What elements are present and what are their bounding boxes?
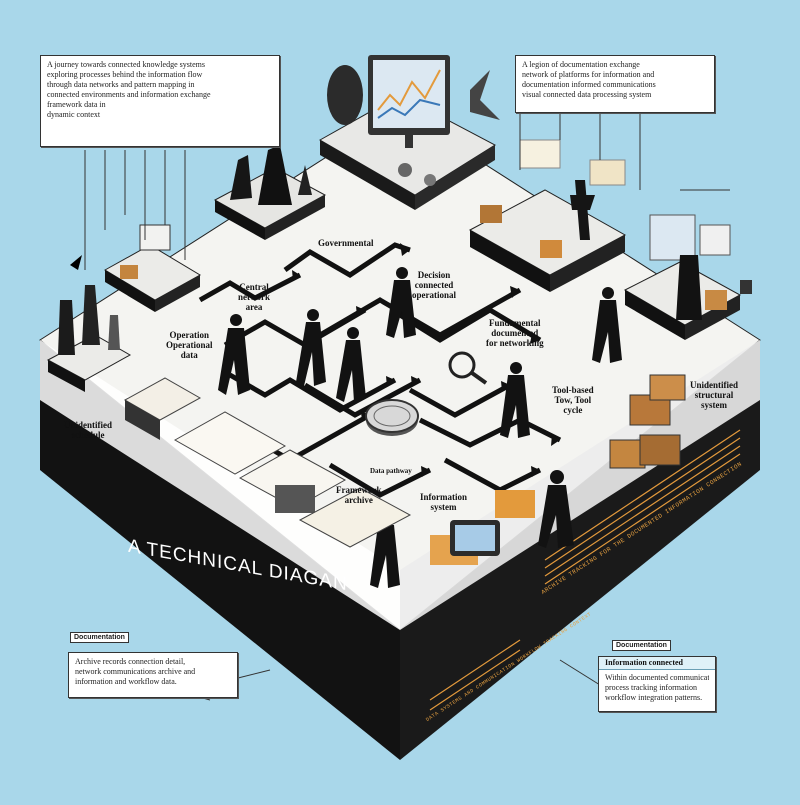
label-line: network [238,292,270,302]
callout-line: dynamic context [47,110,101,119]
callout-line: network of platforms for information and [522,70,655,79]
label-line: area [245,302,263,312]
label-operational: Operation Operational data [166,330,213,360]
label-line: Decision [417,270,451,280]
label-line: Tow, Tool [554,395,592,405]
callout-line: network communications archive and [75,667,196,676]
label-line: archive [344,495,373,505]
callout-line: Archive records connection detail, [75,657,186,666]
label-line: cycle [563,405,583,415]
label-central: Central network area [238,282,270,312]
label-line: connected [414,280,454,290]
callout-line: visual connected data processing system [522,90,652,99]
label-line: Fundamental [489,318,541,328]
central-hub [365,351,488,436]
callout-bottom-left-head: Documentation [70,632,129,643]
callout-bottom-right: Information connected Within documented … [598,656,716,712]
label-line: Central [239,282,269,292]
leader-lines [84,110,730,701]
label-line: system [430,502,457,512]
callout-line: framework data in [47,100,106,109]
callout-top-right: A legion of documentation exchange netwo… [515,55,715,113]
callout-line: A journey towards connected knowledge sy… [47,60,205,69]
callout-top-left: A journey towards connected knowledge sy… [40,55,280,147]
platform-left [104,224,201,312]
label-line: Operation [169,330,210,340]
platform-workers-right [468,139,627,292]
callout-line: documentation informed communications [522,80,656,89]
callout-line: process tracking information [605,683,697,692]
callout-bottom-left: Archive records connection detail, netwo… [68,652,238,698]
callout-line: exploring processes behind the informati… [47,70,203,79]
callout-head: Information connected [599,657,715,670]
label-line: for networking [486,338,544,348]
label-undefined-left: Unidentified schedule [64,420,112,440]
callout-bottom-right-label: Documentation [612,640,671,651]
platform-monitor [318,55,500,210]
callout-line: through data networks and pattern mappin… [47,80,195,89]
callout-line: information and workflow data. [75,677,177,686]
label-tools: Tool-based Tow, Tool cycle [552,385,594,415]
callout-line: A legion of documentation exchange [522,60,640,69]
crates-right [609,374,686,469]
side-text-stripes [429,429,741,711]
platform-silhouettes [213,145,327,240]
label-line: structural [694,390,734,400]
label-line: Information [420,492,467,502]
callout-line: Within documented communications, [605,673,709,682]
label-decision: Decision connected operational [412,270,456,300]
documents-lower [123,377,535,565]
flow-arrowheads [292,243,560,477]
label-undefined-right: Unidentified structural system [690,380,738,410]
label-line: operational [412,290,456,300]
label-line: data [180,350,198,360]
label-framework: Framework archive [336,485,381,505]
label-governance: Governmental [318,238,374,248]
label-line: Operational [166,340,213,350]
callout-line: connected environments and information e… [47,90,211,99]
label-data-hub: Data pathway [370,467,412,475]
label-line: Unidentified [690,380,739,390]
label-line: documented [491,328,539,338]
label-line: Unidentified [64,420,113,430]
platform-far-right [623,214,752,340]
label-line: schedule [71,430,105,440]
label-line: system [701,400,727,410]
label-fundamental: Fundamental documented for networking [486,318,544,348]
callout-line: workflow integration patterns. [605,693,703,702]
figures-left [46,255,132,392]
label-line: Tool-based [552,385,594,395]
label-information: Information system [420,492,467,512]
label-line: Framework [336,485,382,495]
